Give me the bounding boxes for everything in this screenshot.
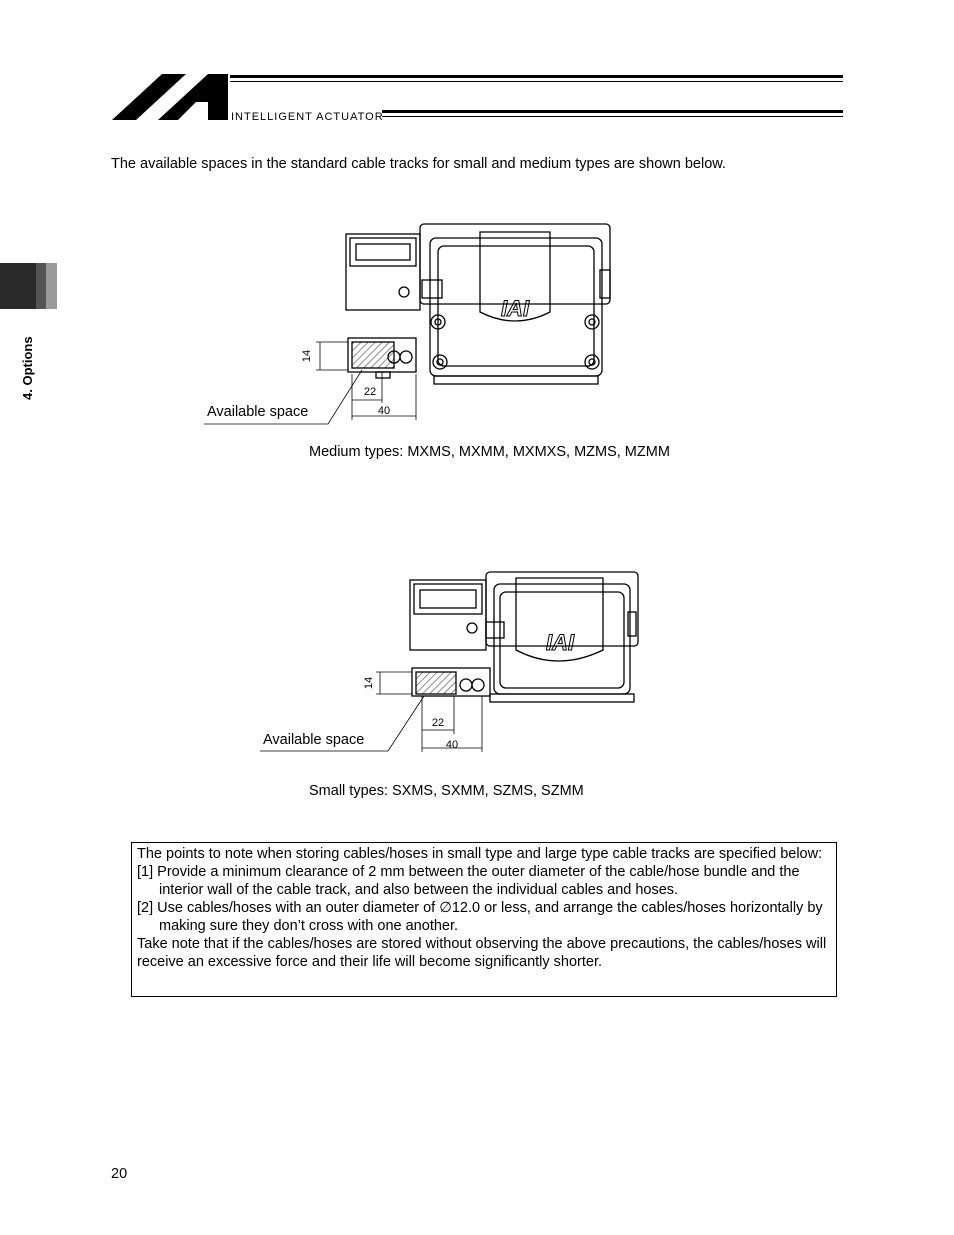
page-number: 20 [111, 1166, 128, 1182]
slider-logo: IAI [501, 296, 530, 321]
notes-closing: Take note that if the cables/hoses are s… [137, 936, 827, 970]
header-rule-bottom [382, 110, 843, 113]
note-item-2: [2] Use cables/hoses with an outer diame… [137, 900, 823, 934]
mount-hole [432, 354, 448, 370]
side-tab-block-mid [36, 263, 46, 309]
iai-logo: INTELLIGENT ACTUATOR [112, 74, 843, 123]
small-caption: Small types: SXMS, SXMM, SZMS, SZMM [309, 783, 584, 799]
slider-logo: IAI [546, 630, 575, 655]
medium-type-drawing: IAI 14 22 40 Available space [204, 223, 611, 425]
mount-hole [584, 314, 600, 330]
dim-outer-label: 40 [446, 739, 458, 751]
slider-cover [479, 231, 551, 322]
available-space-label: Available space [207, 404, 308, 420]
header-rule-top [230, 75, 843, 78]
side-tab-block [0, 263, 36, 309]
available-space-label: Available space [263, 732, 364, 748]
slider-cover [515, 577, 604, 662]
dim-inner-label: 22 [432, 717, 444, 729]
dim-inner-label: 22 [364, 386, 376, 398]
cable-track-lower [411, 667, 491, 697]
iai-logo-mark [112, 74, 228, 120]
side-tab-block-light [46, 263, 57, 309]
dim-height-label: 14 [301, 350, 313, 362]
header-rule-bottom-thin [382, 116, 843, 117]
small-type-drawing: IAI 14 22 40 Available space [260, 571, 639, 752]
intro-text: The available spaces in the standard cab… [111, 156, 726, 172]
notes-intro: The points to note when storing cables/h… [137, 846, 823, 862]
notes-box: The points to note when storing cables/h… [131, 842, 837, 997]
brand-text: INTELLIGENT ACTUATOR [231, 111, 384, 123]
dim-outer-label: 40 [378, 405, 390, 417]
mount-hole [584, 354, 600, 370]
header-rule-top-thin [230, 81, 843, 82]
actuator-frame [419, 223, 611, 305]
cable-track-upper [345, 233, 421, 311]
dim-height-label: 14 [363, 677, 375, 689]
medium-caption: Medium types: MXMS, MXMM, MXMXS, MZMS, M… [309, 444, 670, 460]
cable-track-upper [409, 579, 487, 651]
note-item-1: [1] Provide a minimum clearance of 2 mm … [137, 864, 800, 898]
mount-hole [430, 314, 446, 330]
section-tab-label: 4. Options [20, 336, 35, 400]
